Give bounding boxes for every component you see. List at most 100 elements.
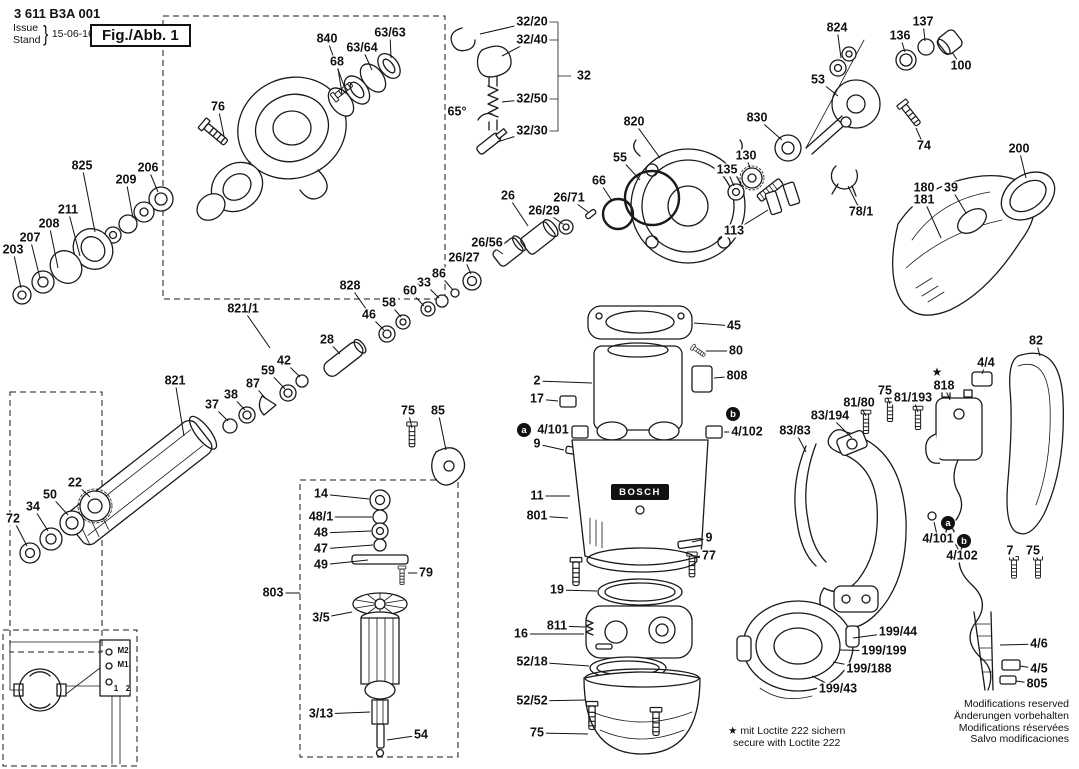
modifications-note-fr: Modifications réservées [958,721,1069,734]
part-label-135: 135 [714,162,740,177]
part-label-801: 801 [524,508,550,523]
gear-housing-group [601,29,963,264]
part-label-3-13: 3/13 [306,706,336,721]
part-label-38: 38 [222,387,240,402]
part-label-32: 32 [575,68,593,83]
lubrication-group [450,27,512,155]
part-label-50: 50 [41,487,59,502]
part-label-180: 180 [911,180,937,195]
part-label-34: 34 [24,499,42,514]
part-label-72: 72 [4,511,22,526]
part-label-74: 74 [915,138,933,153]
dashed-box-front-assembly [162,15,446,300]
part-label-4-101: 4/101 [920,531,956,546]
part-label-26-71: 26/71 [551,190,587,205]
leader-line [48,223,59,269]
index-marker-b: b [726,407,740,421]
part-label-46: 46 [360,307,378,322]
part-label-83-83: 83/83 [777,423,813,438]
rear-housing-group [892,171,1056,316]
part-label-76: 76 [209,99,227,114]
part-label-211: 211 [55,202,81,217]
part-label-65-: 65° [445,104,469,119]
part-label-803: 803 [260,585,286,600]
striker-barrel-group [19,314,411,564]
part-label-53: 53 [809,72,827,87]
part-label-63-64: 63/64 [344,40,380,55]
issue-label: Issue [13,21,39,34]
part-label-4-102: 4/102 [944,548,980,563]
document-number: 3 611 B3A 001 [14,6,101,21]
part-label-68: 68 [328,54,346,69]
loctite-note: ★ mit Loctite 222 sichern secure with Lo… [728,725,845,749]
part-label-199-43: 199/43 [816,681,860,696]
part-label-830: 830 [744,110,770,125]
bosch-logo: BOSCH [611,484,669,500]
part-label-4-101: 4/101 [535,422,571,437]
dashed-box-wiring-diagram [2,629,138,767]
issue-brace: } [43,21,49,46]
part-label-79: 79 [417,565,435,580]
part-label-32-40: 32/40 [514,32,550,47]
part-label-52-52: 52/52 [514,693,550,708]
part-label-824: 824 [824,20,850,35]
part-label-100: 100 [948,58,974,73]
part-label-32-20: 32/20 [514,14,550,29]
part-label-828: 828 [337,278,363,293]
leader-line [536,380,593,384]
part-label-26: 26 [499,188,517,203]
figure-label: Fig./Abb. 1 [90,24,191,47]
part-label-28: 28 [318,332,336,347]
part-label-19: 19 [548,582,566,597]
part-label-48-1: 48/1 [306,509,336,524]
part-label-26-27: 26/27 [446,250,482,265]
part-label-7: 7 [1004,543,1016,558]
base-plate-group [736,600,860,700]
part-label-81-80: 81/80 [841,395,877,410]
part-label-805: 805 [1024,676,1050,691]
part-label-48: 48 [312,525,330,540]
chuck-group [420,208,597,317]
part-label-37: 37 [203,397,221,412]
index-marker-a: a [941,516,955,530]
part-label-840: 840 [314,31,340,46]
modifications-note-en: Modifications reserved [963,698,1069,710]
part-label-2: 2 [531,373,543,388]
part-label-199-199: 199/199 [859,643,909,658]
cable-group [958,539,1021,691]
part-label-80: 80 [727,343,745,358]
schematic-label-M1: M1 [117,660,129,669]
part-label-821-1: 821/1 [225,301,261,316]
part-label-63-63: 63/63 [372,25,408,40]
handle-switch-group [860,352,1064,579]
d-handle-group [794,429,907,629]
part-label-87: 87 [244,376,262,391]
part-label-75: 75 [1024,543,1042,558]
part-label-22: 22 [66,475,84,490]
part-label-820: 820 [621,114,647,129]
loctite-line-en: secure with Loctite 222 [733,737,841,750]
bracket-32 [548,21,572,132]
part-label-33: 33 [415,275,433,290]
part-label-32-30: 32/30 [514,123,550,138]
part-label-81-193: 81/193 [891,390,935,405]
loctite-line-de: mit Loctite 222 sichern [740,725,846,737]
part-label-199-44: 199/44 [876,624,920,639]
part-label-47: 47 [312,541,330,556]
part-label-4-6: 4/6 [1028,636,1050,651]
part-label-137: 137 [910,14,936,29]
part-label-200: 200 [1006,141,1032,156]
part-label-130: 130 [733,148,759,163]
intermediate-flange-group [583,578,701,755]
part-label-49: 49 [312,557,330,572]
part-label-77: 77 [700,548,718,563]
issue-date: 15-06-16 [51,27,94,40]
armature-group [351,421,466,758]
loctite-star-marker: ★ [931,365,943,379]
part-label-9: 9 [703,530,715,545]
part-label-66: 66 [590,173,608,188]
part-label-32-50: 32/50 [514,91,550,106]
part-label-3-5: 3/5 [310,610,332,625]
